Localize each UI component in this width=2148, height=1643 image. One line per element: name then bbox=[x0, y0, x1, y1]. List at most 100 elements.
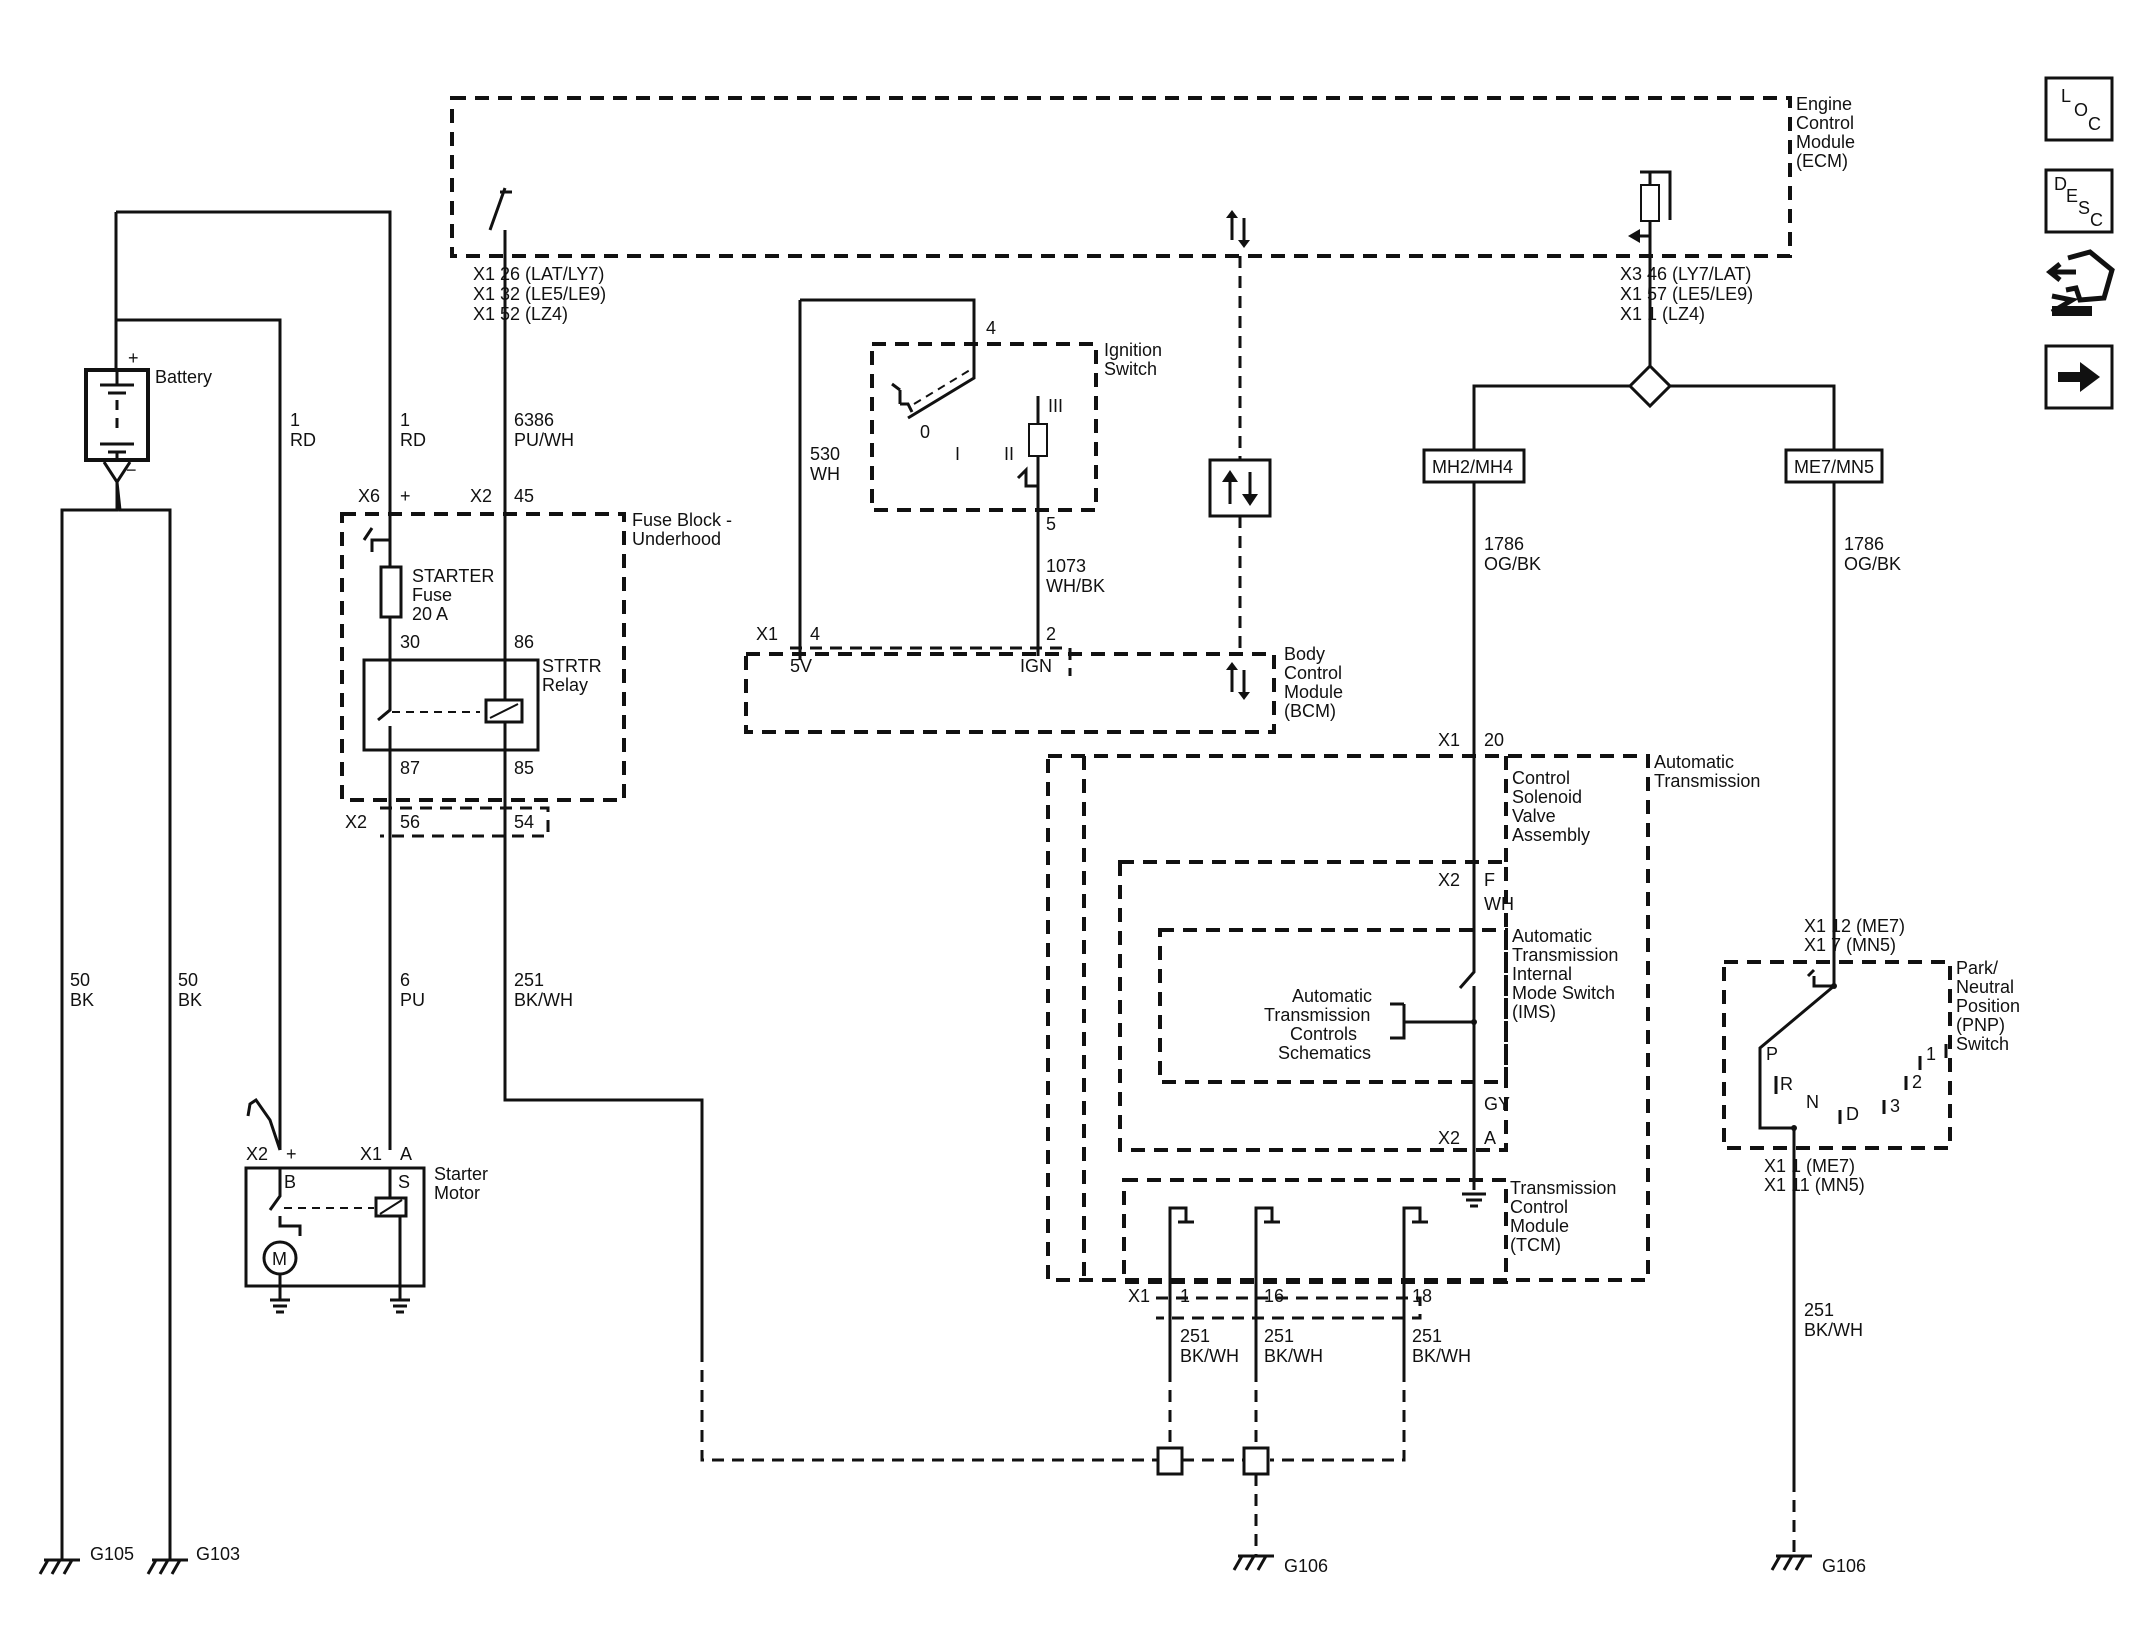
svg-text:Ignition: Ignition bbox=[1104, 340, 1162, 360]
battery-plus-label: + bbox=[128, 348, 139, 368]
automatic-transmission-label: Automatic Transmission bbox=[1654, 752, 1760, 791]
ims-bracket-icon bbox=[1390, 1002, 1474, 1040]
svg-text:Control: Control bbox=[1510, 1197, 1568, 1217]
fuse-connector-icon bbox=[362, 527, 374, 541]
bcm-pin4-label: 4 bbox=[810, 624, 820, 644]
ground-icon bbox=[270, 1298, 290, 1314]
svg-text:1: 1 bbox=[290, 410, 300, 430]
starter-m-label: M bbox=[272, 1249, 287, 1269]
svg-text:Underhood: Underhood bbox=[632, 529, 721, 549]
svg-text:Position: Position bbox=[1956, 996, 2020, 1016]
starter-a-label: A bbox=[400, 1144, 412, 1164]
pin-54-label: 54 bbox=[514, 812, 534, 832]
svg-text:Controls: Controls bbox=[1290, 1024, 1357, 1044]
g103-label: G103 bbox=[196, 1544, 240, 1564]
battery-to-starter-wire bbox=[116, 318, 282, 1150]
desc-letter: D bbox=[2054, 174, 2067, 194]
desc-letter: E bbox=[2066, 186, 2078, 206]
svg-text:BK/WH: BK/WH bbox=[1804, 1320, 1863, 1340]
ims-label: Automatic Transmission Internal Mode Swi… bbox=[1512, 926, 1618, 1022]
svg-text:RD: RD bbox=[400, 430, 426, 450]
fuse-input-wire bbox=[370, 292, 392, 552]
wire-1073-label: 1073 WH/BK bbox=[1046, 556, 1105, 596]
bcm-label: Body Control Module (BCM) bbox=[1284, 644, 1343, 721]
relay-pin-87: 87 bbox=[400, 758, 420, 778]
svg-text:X1 12 (ME7): X1 12 (ME7) bbox=[1804, 916, 1905, 936]
svg-text:Automatic: Automatic bbox=[1512, 926, 1592, 946]
next-arrow-icon[interactable] bbox=[2044, 344, 2114, 410]
desc-button[interactable]: D E S C bbox=[2044, 168, 2114, 234]
pin-20-label: 20 bbox=[1484, 730, 1504, 750]
svg-text:PU: PU bbox=[400, 990, 425, 1010]
svg-text:(PNP): (PNP) bbox=[1956, 1015, 2005, 1035]
ign-pos-3: III bbox=[1048, 396, 1063, 416]
pin-f-label: F bbox=[1484, 870, 1495, 890]
bcm-pin2-label: 2 bbox=[1046, 624, 1056, 644]
svg-text:Fuse: Fuse bbox=[412, 585, 452, 605]
svg-text:1786: 1786 bbox=[1484, 534, 1524, 554]
serial-data-box-icon bbox=[1208, 458, 1272, 518]
pnp-label: Park/ Neutral Position (PNP) Switch bbox=[1956, 958, 2020, 1054]
bcm-boundary bbox=[744, 652, 1276, 734]
svg-text:BK: BK bbox=[70, 990, 94, 1010]
svg-text:BK/WH: BK/WH bbox=[1264, 1346, 1323, 1366]
svg-text:251: 251 bbox=[1180, 1326, 1210, 1346]
tcm-x1-label: X1 bbox=[1128, 1286, 1150, 1306]
ign-pin5-label: 5 bbox=[1046, 514, 1056, 534]
svg-text:STRTR: STRTR bbox=[542, 656, 602, 676]
x2-bottom-label: X2 bbox=[345, 812, 367, 832]
tcm-pin-18: 18 bbox=[1412, 1286, 1432, 1306]
pnp-pos-d: D bbox=[1846, 1104, 1859, 1124]
bcm-serial-arrows-icon bbox=[1226, 662, 1250, 700]
wire-1786-a-label: 1786 OG/BK bbox=[1484, 534, 1541, 574]
battery-minus-label: − bbox=[126, 460, 137, 480]
svg-text:Transmission: Transmission bbox=[1512, 945, 1618, 965]
desc-letter: S bbox=[2078, 198, 2090, 218]
bcm-x1-label: X1 bbox=[756, 624, 778, 644]
relay-pin-30: 30 bbox=[400, 632, 420, 652]
connector-icon[interactable] bbox=[2045, 249, 2115, 316]
wire-1rd-a-label: 1 RD bbox=[290, 410, 316, 450]
relay-contact-icon bbox=[377, 660, 392, 750]
pnp-switch-boundary bbox=[1722, 960, 1952, 1150]
g105-label: G105 bbox=[90, 1544, 134, 1564]
ground-splice-dashed bbox=[700, 1350, 1170, 1462]
starter-s-label: S bbox=[398, 1172, 410, 1192]
svg-text:Motor: Motor bbox=[434, 1183, 480, 1203]
ground-wire-g105 bbox=[60, 482, 119, 1560]
splice-diamond-icon bbox=[1627, 363, 1673, 409]
tcm-pin-1: 1 bbox=[1180, 1286, 1190, 1306]
svg-text:X1 1 (LZ4): X1 1 (LZ4) bbox=[1620, 304, 1705, 324]
x6-label: X6 bbox=[358, 486, 380, 506]
svg-text:251: 251 bbox=[1412, 1326, 1442, 1346]
me7-label: ME7/MN5 bbox=[1794, 457, 1874, 477]
wire-6pu-label: 6 PU bbox=[400, 970, 425, 1010]
loc-button[interactable]: L O C bbox=[2044, 76, 2114, 142]
svg-text:BK: BK bbox=[178, 990, 202, 1010]
svg-text:Relay: Relay bbox=[542, 675, 588, 695]
ecm-right-pin-labels: X3 46 (LY7/LAT) X1 57 (LE5/LE9) X1 1 (LZ… bbox=[1620, 264, 1753, 324]
ign-pos-2: II bbox=[1004, 444, 1014, 464]
pin-56-label: 56 bbox=[400, 812, 420, 832]
svg-text:X1 1 (ME7): X1 1 (ME7) bbox=[1764, 1156, 1855, 1176]
ground-g106-right-icon bbox=[1770, 1554, 1812, 1571]
ecm-left-pin-labels: X1 26 (LAT/LY7) X1 32 (LE5/LE9) X1 52 (L… bbox=[473, 264, 606, 324]
svg-text:X1 57 (LE5/LE9): X1 57 (LE5/LE9) bbox=[1620, 284, 1753, 304]
svg-text:WH/BK: WH/BK bbox=[1046, 576, 1105, 596]
svg-text:Fuse Block -: Fuse Block - bbox=[632, 510, 732, 530]
automatic-transmission-boundary bbox=[1046, 754, 1650, 1282]
starter-fuse-feed-wire bbox=[116, 210, 392, 292]
ignition-switch-contact-icon bbox=[907, 330, 976, 420]
ign-resistor-icon bbox=[1028, 423, 1048, 457]
csva-label: Control Solenoid Valve Assembly bbox=[1512, 768, 1590, 845]
svg-text:(BCM): (BCM) bbox=[1284, 701, 1336, 721]
ground-icon bbox=[390, 1298, 410, 1314]
svg-text:Park/: Park/ bbox=[1956, 958, 1998, 978]
wire-251-tcm-labels: 251 BK/WH 251 BK/WH 251 BK/WH bbox=[1180, 1326, 1471, 1366]
me7-option-box bbox=[1784, 448, 1884, 484]
pin-45-label: 45 bbox=[514, 486, 534, 506]
svg-text:Assembly: Assembly bbox=[1512, 825, 1590, 845]
svg-text:Transmission: Transmission bbox=[1510, 1178, 1616, 1198]
splice-pack-icon bbox=[1156, 1446, 1184, 1476]
tcm-ground-wires bbox=[1168, 1370, 1406, 1462]
